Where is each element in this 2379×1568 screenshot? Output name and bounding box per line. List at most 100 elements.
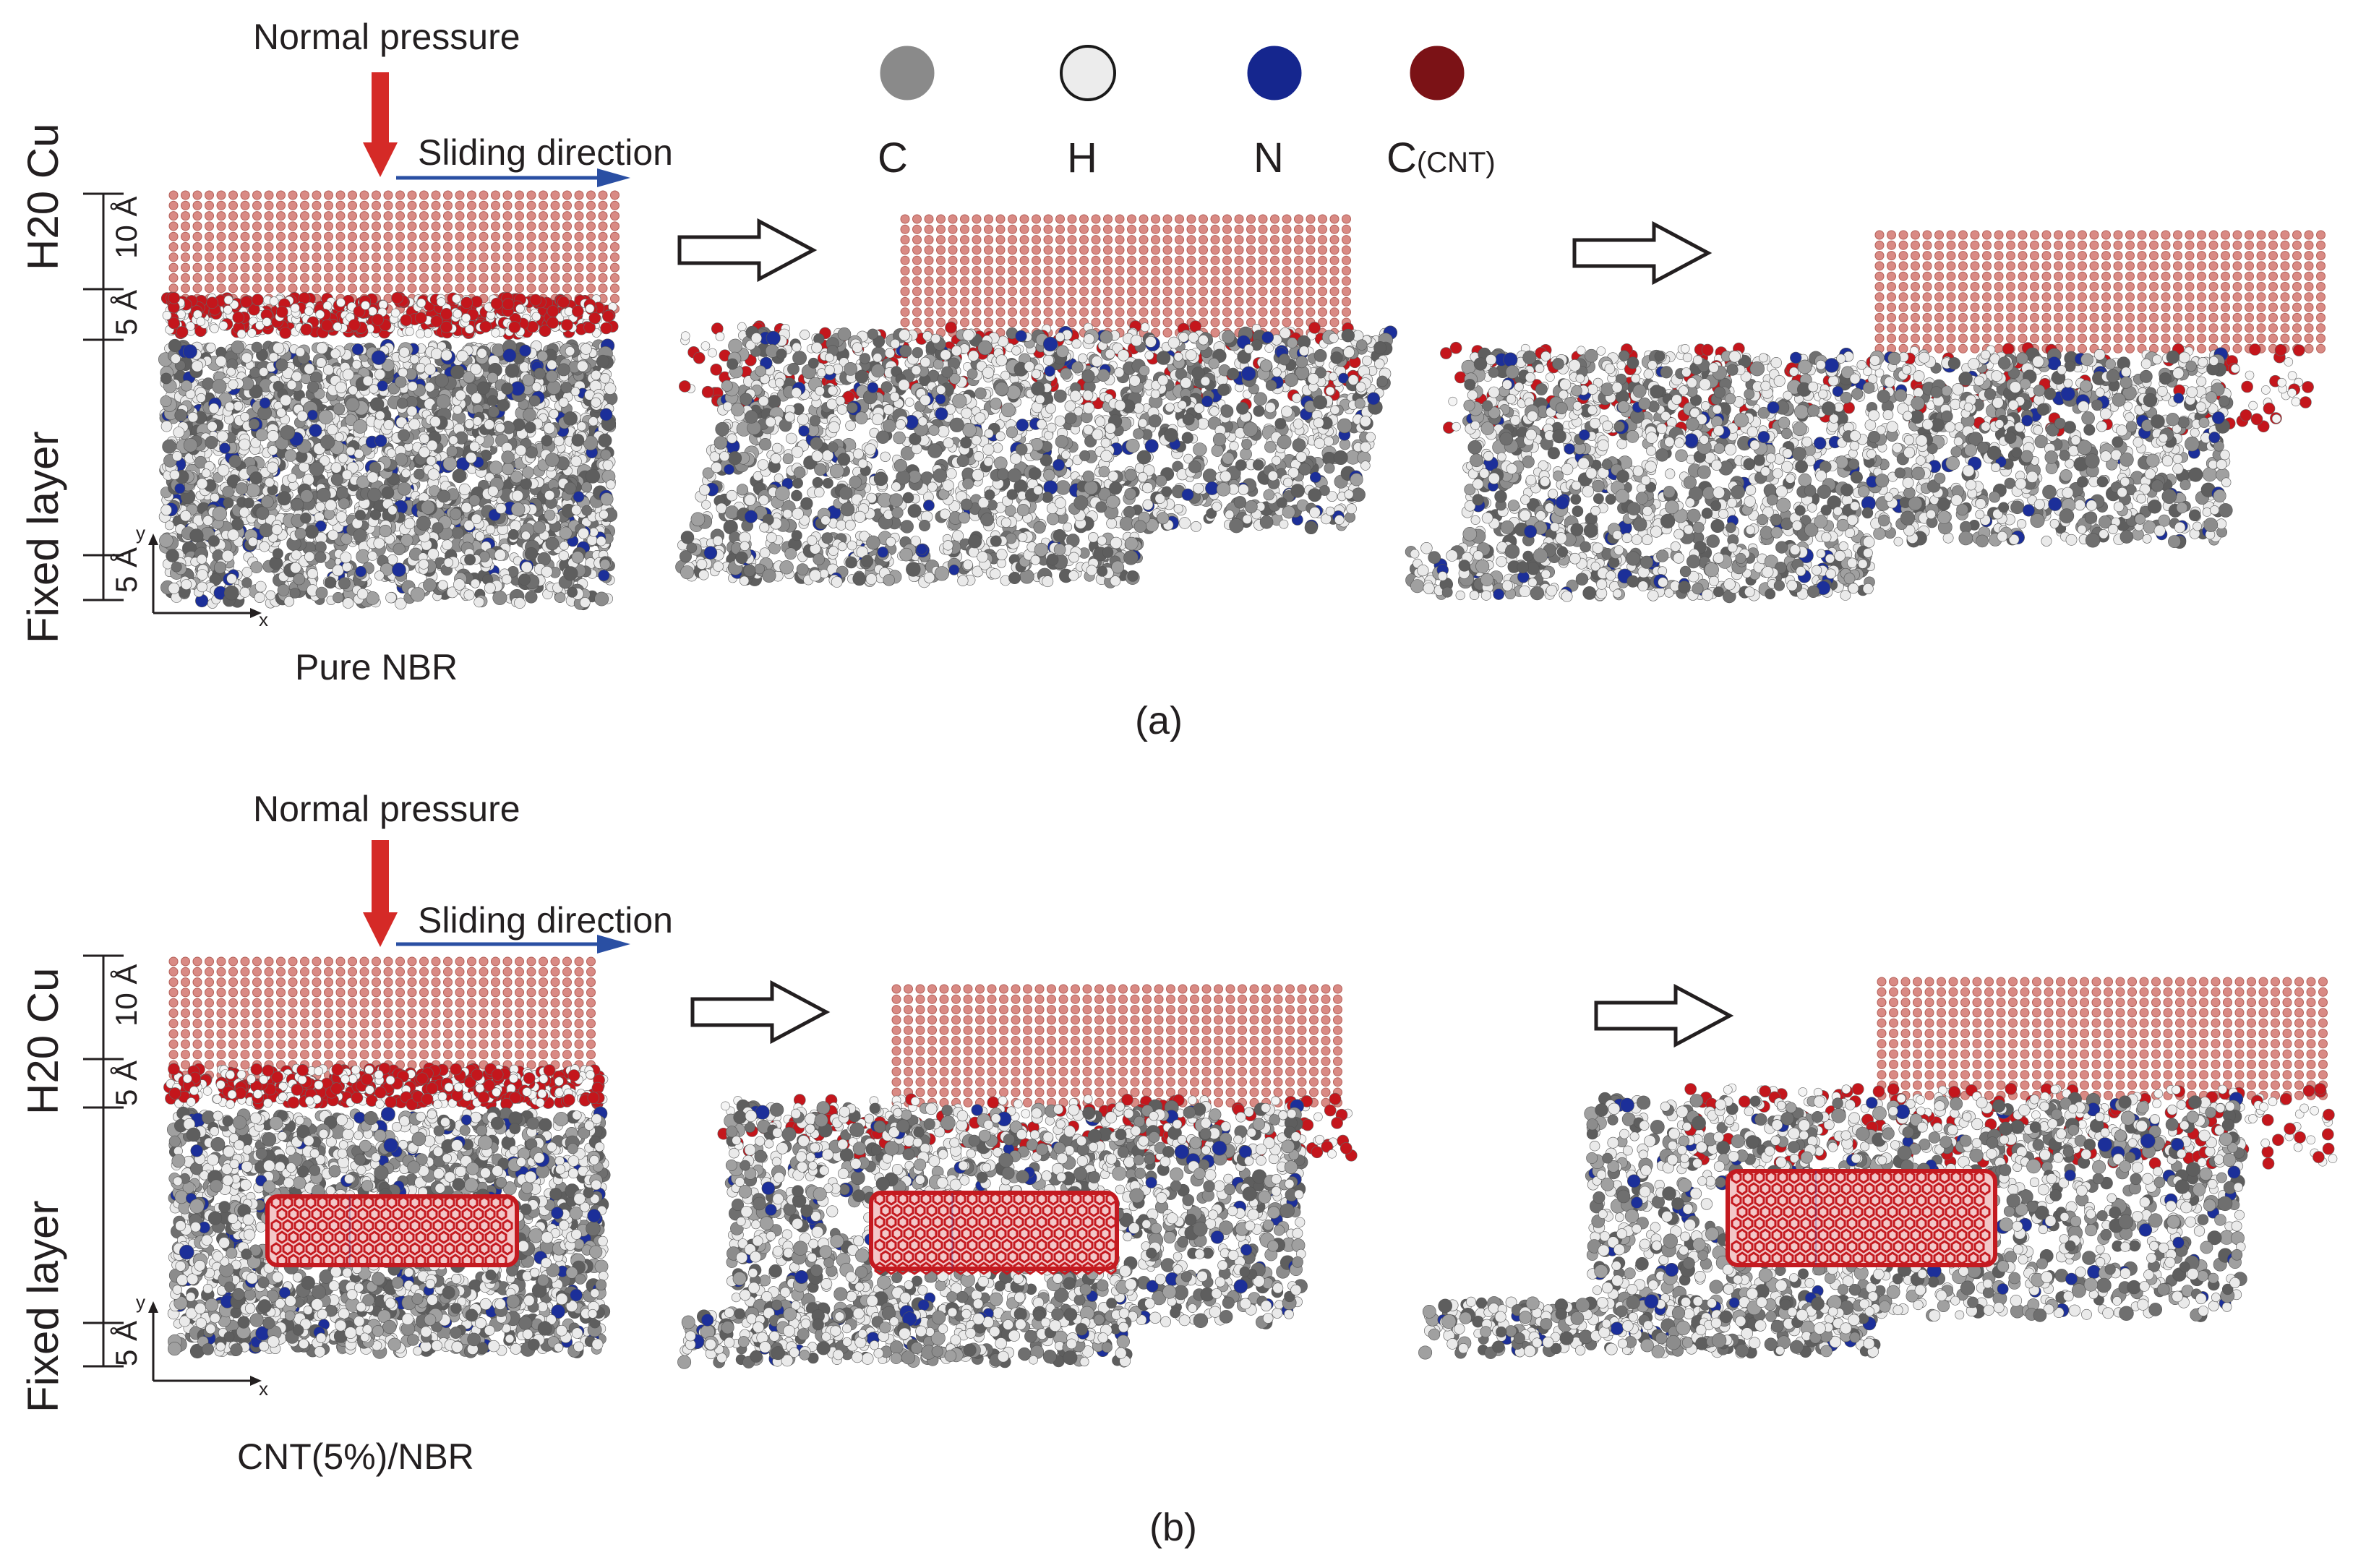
water-atom bbox=[1144, 351, 1154, 360]
polymer-atom bbox=[533, 520, 546, 534]
water-atom bbox=[372, 313, 384, 326]
cu-atom bbox=[972, 235, 982, 245]
polymer-atom bbox=[473, 596, 485, 608]
polymer-atom bbox=[494, 422, 505, 433]
cu-atom bbox=[479, 231, 489, 241]
cu-atom bbox=[1186, 224, 1196, 234]
polymer-atom bbox=[335, 487, 349, 500]
cu-atom bbox=[359, 252, 369, 262]
cu-atom bbox=[1294, 317, 1303, 327]
cu-atom bbox=[419, 190, 429, 200]
cu-atom bbox=[181, 283, 190, 294]
cu-atom bbox=[1318, 235, 1327, 245]
cu-atom bbox=[216, 262, 226, 273]
polymer-atom bbox=[226, 573, 237, 584]
cu-atom bbox=[383, 262, 393, 273]
cu-atom bbox=[610, 283, 620, 294]
cu-atom bbox=[348, 262, 357, 273]
cu-atom bbox=[455, 283, 465, 294]
polymer-atom bbox=[187, 411, 199, 423]
cu-atom bbox=[1270, 307, 1279, 317]
water-atom bbox=[601, 310, 614, 322]
cu-atom bbox=[205, 200, 214, 210]
cu-atom bbox=[312, 242, 322, 252]
polymer-atom bbox=[259, 523, 273, 538]
cu-atom bbox=[1019, 235, 1029, 245]
polymer-atom bbox=[271, 524, 283, 536]
polymer-atom bbox=[320, 434, 335, 450]
cu-atom bbox=[1342, 296, 1351, 307]
cu-atom bbox=[467, 273, 476, 283]
polymer-atom bbox=[591, 397, 601, 408]
cu-atom bbox=[372, 190, 381, 200]
cu-atom bbox=[205, 273, 214, 283]
polymer-atom bbox=[307, 409, 318, 421]
cu-atom bbox=[276, 242, 286, 252]
cu-atom bbox=[383, 231, 393, 241]
cu-atom bbox=[443, 252, 453, 262]
cu-atom bbox=[431, 190, 441, 200]
polymer-atom bbox=[316, 357, 327, 368]
cu-atom bbox=[1210, 317, 1220, 327]
cu-atom bbox=[228, 221, 238, 231]
cu-atom bbox=[216, 242, 226, 252]
cu-atom bbox=[348, 231, 357, 241]
cu-atom bbox=[1091, 214, 1101, 224]
cu-atom bbox=[1151, 266, 1160, 275]
cu-atom bbox=[574, 190, 584, 200]
cu-atom bbox=[1246, 255, 1256, 265]
cu-atom bbox=[228, 211, 238, 221]
polymer-atom bbox=[286, 380, 297, 390]
polymer-atom bbox=[501, 382, 513, 395]
polymer-atom bbox=[267, 429, 279, 442]
cu-atom bbox=[1270, 245, 1279, 255]
polymer-atom bbox=[168, 338, 181, 353]
cu-atom bbox=[562, 273, 572, 283]
polymer-atom bbox=[581, 481, 593, 493]
cu-atom bbox=[419, 221, 429, 231]
cu-atom bbox=[395, 252, 405, 262]
cu-atom bbox=[467, 200, 476, 210]
cu-atom bbox=[539, 200, 548, 210]
cu-atom bbox=[610, 200, 620, 210]
cu-atom bbox=[1234, 286, 1244, 296]
polymer-atom bbox=[502, 463, 515, 476]
cu-atom bbox=[1318, 307, 1327, 317]
cu-atom bbox=[467, 221, 476, 231]
cu-atom bbox=[1151, 255, 1160, 265]
polymer-atom bbox=[531, 382, 541, 392]
polymer-atom bbox=[545, 536, 560, 551]
cu-atom bbox=[1222, 255, 1232, 265]
polymer-atom bbox=[502, 574, 513, 585]
water-atom bbox=[391, 291, 403, 304]
polymer-atom bbox=[586, 534, 598, 546]
cu-atom bbox=[984, 224, 993, 234]
polymer-atom bbox=[381, 486, 395, 500]
cu-atom bbox=[1103, 224, 1113, 234]
polymer-atom bbox=[524, 547, 538, 560]
cu-atom bbox=[407, 231, 417, 241]
cu-atom bbox=[324, 283, 333, 294]
cu-atom bbox=[1043, 255, 1053, 265]
water-atom bbox=[678, 380, 691, 393]
polymer-atom bbox=[287, 473, 297, 483]
cu-atom bbox=[515, 221, 524, 231]
cu-atom bbox=[228, 252, 238, 262]
polymer-atom bbox=[197, 554, 207, 565]
cu-atom bbox=[1162, 266, 1173, 275]
polymer-atom bbox=[476, 381, 490, 395]
polymer-atom bbox=[342, 369, 354, 381]
cu-atom bbox=[1175, 307, 1184, 317]
cu-atom bbox=[228, 200, 238, 210]
cu-atom bbox=[1234, 296, 1244, 307]
cu-atom bbox=[995, 255, 1006, 265]
cu-atom bbox=[539, 252, 548, 262]
polymer-atom bbox=[397, 398, 408, 409]
cu-atom bbox=[960, 317, 969, 327]
cu-atom bbox=[443, 200, 453, 210]
cu-atom bbox=[359, 200, 369, 210]
polymer-atom bbox=[290, 562, 301, 574]
cu-atom bbox=[1282, 224, 1292, 234]
cu-atom bbox=[1342, 255, 1351, 265]
cu-atom bbox=[948, 224, 958, 234]
